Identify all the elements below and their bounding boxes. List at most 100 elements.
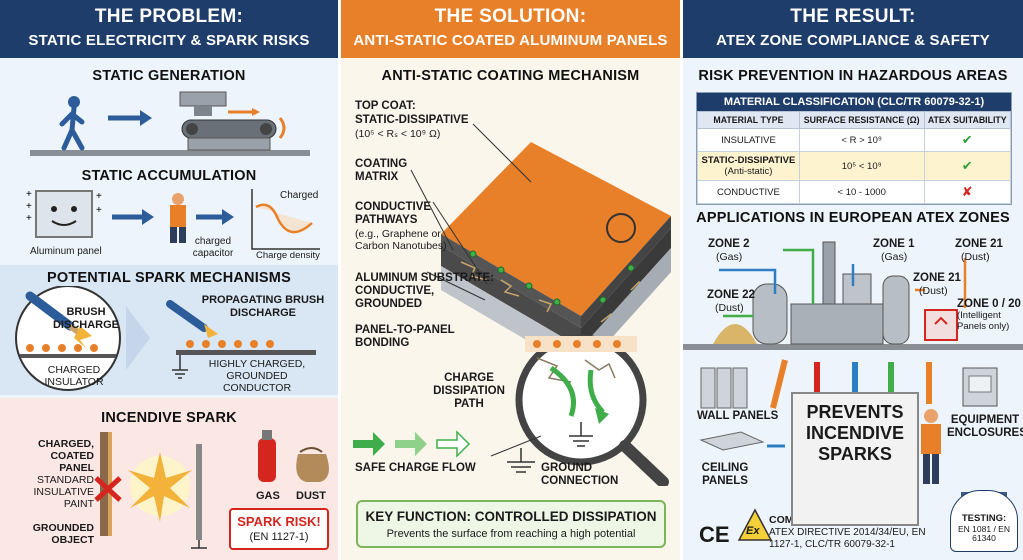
coating-matrix-label: COATING MATRIX	[355, 158, 408, 184]
equipment-enclosures-label: EQUIPMENT ENCLOSURES	[947, 414, 1023, 440]
zone22-label: ZONE 22	[707, 289, 755, 301]
zone21-label: ZONE 21	[955, 238, 1003, 250]
standard-paint-label: STANDARD INSULATIVE PAINT	[33, 474, 95, 511]
svg-text:+: +	[26, 213, 32, 224]
highly-charged-label: HIGHLY CHARGED, GROUNDED CONDUCTOR	[208, 358, 306, 395]
gas-label: GAS	[256, 490, 280, 502]
key-function-title: KEY FUNCTION: CONTROLLED DISSIPATION	[365, 509, 657, 524]
static-accumulation-illustration: +++ ++	[26, 189, 320, 250]
table-row: INSULATIVE < R > 10⁹ ✔	[697, 128, 1012, 152]
ceiling-panels-label: CEILING PANELS	[701, 462, 749, 488]
key-function-box: KEY FUNCTION: CONTROLLED DISSIPATION Pre…	[356, 500, 666, 548]
charged-capacitor-label: charged capacitor	[192, 236, 234, 259]
testing-badge: TESTING: EN 1081 / EN 61340	[950, 490, 1018, 552]
problem-column: THE PROBLEM: STATIC ELECTRICITY & SPARK …	[0, 0, 338, 560]
mechanism-title: ANTI-STATIC COATING MECHANISM	[381, 68, 640, 84]
conductive-pathways-label: CONDUCTIVE PATHWAYS	[355, 201, 432, 227]
table-header-type: MATERIAL TYPE	[697, 111, 800, 129]
result-title: THE RESULT:	[790, 6, 916, 27]
problem-subtitle: STATIC ELECTRICITY & SPARK RISKS	[28, 32, 310, 49]
grounded-object-label: GROUNDED OBJECT	[32, 522, 94, 547]
prevents-line2: INCENDIVE	[805, 423, 904, 443]
spark-risk-std: (EN 1127-1)	[249, 531, 309, 543]
resistance-range-label: (10⁵ < Rₛ < 10⁹ Ω)	[355, 128, 441, 140]
zone21-sub: (Dust)	[961, 251, 990, 263]
solution-title: THE SOLUTION:	[434, 6, 587, 27]
zone1-label: ZONE 1	[873, 238, 915, 250]
zone2-sub: (Gas)	[716, 251, 743, 263]
table-header-resistance: SURFACE RESISTANCE (Ω)	[798, 111, 925, 129]
result-subtitle: ATEX ZONE COMPLIANCE & SAFETY	[716, 32, 990, 49]
row-type: CONDUCTIVE	[697, 180, 800, 204]
checkmark-icon: ✔	[923, 151, 1012, 181]
incendive-spark-title: INCENDIVE SPARK	[101, 410, 237, 426]
charged-coated-panel-label: CHARGED, COATED PANEL	[37, 438, 94, 475]
row-type-name: STATIC-DISSIPATIVE	[701, 155, 796, 166]
panel-bonding-label: PANEL-TO-PANEL BONDING	[355, 324, 455, 350]
table-header-suitability: ATEX SUITABILITY	[923, 111, 1012, 129]
charge-dissipation-label: CHARGE DISSIPATION PATH	[433, 372, 505, 411]
zone21-label: ZONE 21	[913, 272, 961, 284]
charged-label: Charged	[280, 190, 319, 201]
brush-discharge-label: BRUSH DISCHARGE	[52, 306, 119, 331]
row-type-sub: (Anti-static)	[724, 166, 773, 177]
static-accumulation-title: STATIC ACCUMULATION	[81, 168, 257, 184]
applications-title: APPLICATIONS IN EUROPEAN ATEX ZONES	[696, 210, 1010, 226]
solution-column: THE SOLUTION: ANTI-STATIC COATED ALUMINU…	[341, 0, 680, 560]
row-resistance: < 10 - 1000	[798, 180, 925, 204]
pathways-example-label: (e.g., Graphene or Carbon Nanotubes)	[355, 228, 447, 253]
top-coat-label: TOP COAT:	[355, 100, 416, 112]
static-generation-illustration	[30, 91, 310, 156]
row-type: STATIC-DISSIPATIVE(Anti-static)	[697, 151, 800, 181]
zone22-sub: (Dust)	[715, 302, 744, 314]
table-row: CONDUCTIVE < 10 - 1000 ✘	[697, 180, 1012, 204]
testing-text: EN 1081 / EN 61340	[958, 524, 1010, 544]
row-resistance: 10⁵ < 10⁹	[798, 151, 925, 181]
table-caption: MATERIAL CLASSIFICATION (CLC/TR 60079-32…	[697, 93, 1011, 111]
static-dissipative-label: STATIC-DISSIPATIVE	[355, 114, 469, 126]
zone1-sub: (Gas)	[881, 251, 908, 263]
prevents-line1: PREVENTS	[806, 402, 904, 422]
spark-risk-box: SPARK RISK! (EN 1127-1)	[229, 508, 329, 550]
cross-icon: ✘	[923, 180, 1012, 204]
coating-mechanism-illustration	[353, 123, 671, 486]
row-type: INSULATIVE	[697, 128, 800, 152]
table-row: STATIC-DISSIPATIVE(Anti-static) 10⁵ < 10…	[697, 151, 1012, 181]
aluminum-panel-label: Aluminum panel	[30, 246, 102, 257]
propagating-brush-label: PROPAGATING BRUSH DISCHARGE	[201, 294, 325, 319]
row-resistance: < R > 10⁹	[798, 128, 925, 152]
prevents-line3: SPARKS	[818, 444, 892, 464]
charged-insulator-label: CHARGED INSULATOR	[44, 364, 104, 389]
svg-text:+: +	[96, 205, 102, 216]
risk-prevention-title: RISK PREVENTION IN HAZARDOUS AREAS	[698, 68, 1008, 84]
svg-text:+: +	[26, 201, 32, 212]
zone21-sub: (Dust)	[919, 285, 948, 297]
checkmark-icon: ✔	[923, 128, 1012, 152]
incendive-spark-illustration	[94, 430, 329, 549]
ce-mark: CE	[699, 522, 730, 547]
zone2-label: ZONE 2	[708, 238, 750, 250]
key-function-desc: Prevents the surface from reaching a hig…	[386, 528, 636, 540]
dust-label: DUST	[296, 490, 326, 502]
compliance-text: ATEX DIRECTIVE 2014/34/EU, EN 1127-1, CL…	[769, 527, 926, 550]
prevents-sparks-panel: PREVENTS INCENDIVE SPARKS	[791, 392, 919, 526]
ground-connection-label: GROUND CONNECTION	[541, 462, 619, 488]
result-header: THE RESULT: ATEX ZONE COMPLIANCE & SAFET…	[683, 0, 1023, 58]
safe-charge-flow-label: SAFE CHARGE FLOW	[355, 462, 476, 474]
spark-mechanisms-illustration	[15, 286, 316, 391]
material-classification-table: MATERIAL CLASSIFICATION (CLC/TR 60079-32…	[696, 92, 1012, 205]
table-header-row: MATERIAL TYPE SURFACE RESISTANCE (Ω) ATE…	[697, 111, 1012, 129]
aluminum-substrate-label: ALUMINUM SUBSTRATE: CONDUCTIVE, GROUNDED	[355, 272, 495, 311]
svg-text:+: +	[26, 189, 32, 200]
charge-density-axis-label: Charge density	[256, 250, 320, 261]
static-generation-title: STATIC GENERATION	[92, 68, 246, 84]
wall-panels-label: WALL PANELS	[697, 410, 779, 422]
spark-risk-text: SPARK RISK!	[237, 514, 321, 529]
problem-title: THE PROBLEM:	[94, 6, 244, 27]
zone0-label: ZONE 0 / 20	[957, 298, 1021, 310]
solution-header: THE SOLUTION: ANTI-STATIC COATED ALUMINU…	[341, 0, 680, 58]
ex-mark: Ex	[746, 525, 760, 537]
solution-subtitle: ANTI-STATIC COATED ALUMINUM PANELS	[353, 32, 668, 49]
zone0-sub: (Intelligent Panels only)	[957, 310, 1010, 332]
spark-mechanisms-title: POTENTIAL SPARK MECHANISMS	[47, 270, 291, 286]
